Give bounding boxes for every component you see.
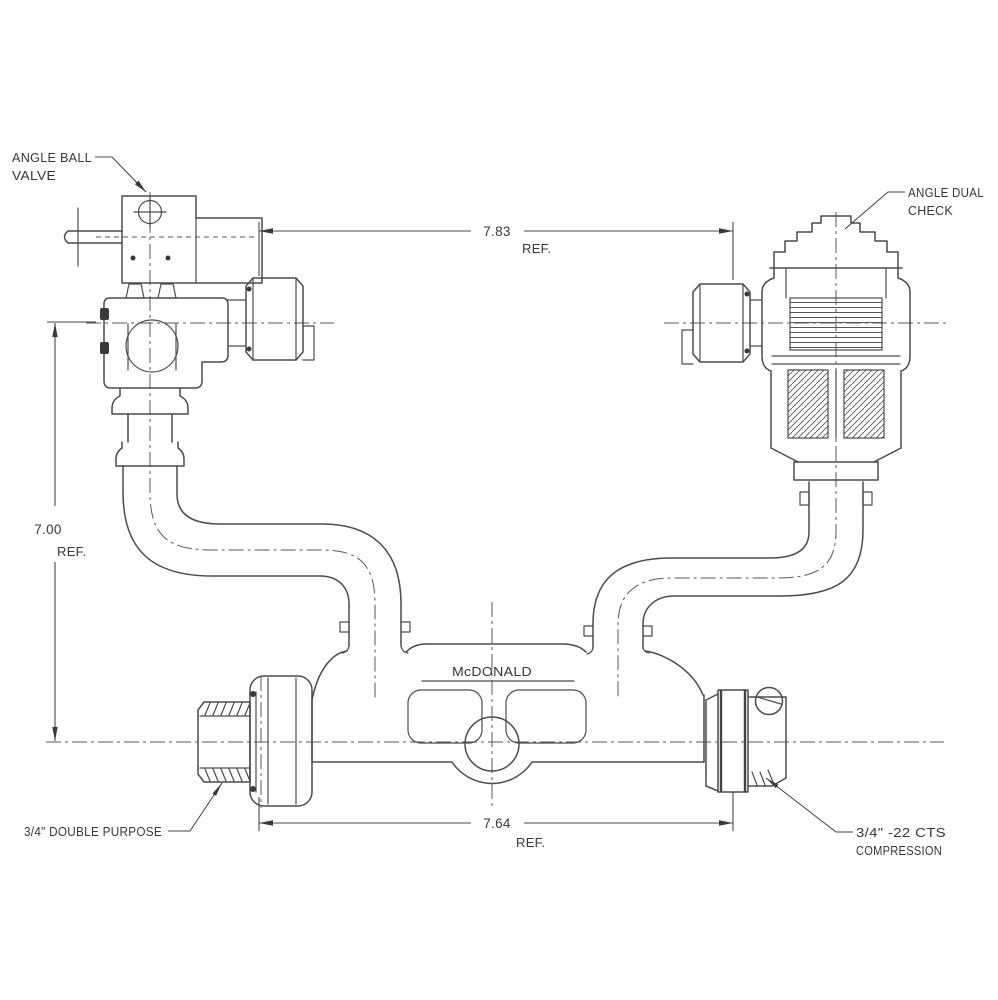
lock-wing — [754, 686, 784, 716]
dimension-top-span: 7.83 REF. — [258, 222, 734, 280]
meter-yoke — [311, 621, 705, 785]
dim-bottom-value: 7.64 — [483, 816, 511, 831]
valve-ball — [125, 319, 179, 373]
label-angle-ball-valve-line2: VALVE — [12, 168, 56, 183]
dim-arrow-left — [259, 820, 273, 826]
check-valve-cap — [773, 215, 899, 269]
coupling-nut — [249, 675, 313, 807]
centerlines — [46, 192, 950, 808]
angle-dual-check — [681, 215, 911, 506]
dim-arrow-right — [719, 228, 733, 234]
dimension-left-drop: 7.00 REF. — [34, 321, 96, 741]
leader-arrow — [845, 218, 858, 229]
thread-hatch-bottom — [204, 768, 251, 782]
ball-valve-body — [103, 297, 229, 389]
dim-arrow-left — [259, 228, 273, 234]
leader-arrow — [766, 778, 779, 789]
dim-left-suffix: REF. — [57, 544, 86, 559]
compression-nut — [717, 689, 749, 793]
compression-fitting — [705, 686, 787, 793]
dimension-bottom-span: 7.64 REF. — [258, 792, 734, 850]
callout-cts-compression: 3/4" -22 CTS COMPRESSION — [765, 777, 946, 858]
yoke-window-left — [407, 689, 483, 744]
label-double-purpose: 3/4" DOUBLE PURPOSE — [24, 824, 162, 839]
dim-bottom-suffix: REF. — [516, 835, 545, 850]
lower-check-poppet-right — [843, 369, 885, 439]
valve-lever-handle — [63, 230, 123, 244]
label-cts-compression-line2: COMPRESSION — [856, 843, 942, 858]
callout-angle-ball-valve: ANGLE BALL VALVE — [12, 150, 147, 193]
outlet-riser-pipe — [592, 481, 864, 649]
meter-swivel-nut-right — [692, 283, 751, 363]
leader-arrow — [135, 180, 146, 192]
dim-arrow-up — [52, 323, 58, 337]
callout-angle-dual-check: ANGLE DUAL CHECK — [844, 185, 984, 230]
dim-arrow-down — [52, 727, 58, 741]
yoke-center-boss — [464, 716, 520, 772]
dim-left-value: 7.00 — [34, 522, 61, 537]
callout-double-purpose: 3/4" DOUBLE PURPOSE — [24, 782, 223, 839]
inlet-riser-pipe — [122, 465, 402, 647]
double-purpose-fitting — [197, 675, 313, 807]
dim-top-suffix: REF. — [522, 241, 551, 256]
upper-check-cartridge — [789, 297, 883, 351]
yoke-window-right — [505, 689, 587, 744]
thread-hatch-top — [204, 702, 251, 716]
brand-cast-text: McDONALD — [452, 664, 532, 679]
label-angle-dual-check-line2: CHECK — [908, 203, 953, 218]
dim-top-value: 7.83 — [483, 224, 510, 239]
lower-check-poppet-left — [787, 369, 829, 439]
dim-arrow-right — [719, 820, 733, 826]
angle-ball-valve — [63, 195, 315, 467]
label-angle-dual-check-line1: ANGLE DUAL — [908, 185, 984, 200]
leader-arrow — [212, 783, 222, 796]
meter-swivel-nut-left — [245, 277, 304, 361]
label-cts-compression-line1: 3/4" -22 CTS — [856, 825, 946, 840]
label-angle-ball-valve-line1: ANGLE BALL — [12, 150, 92, 165]
